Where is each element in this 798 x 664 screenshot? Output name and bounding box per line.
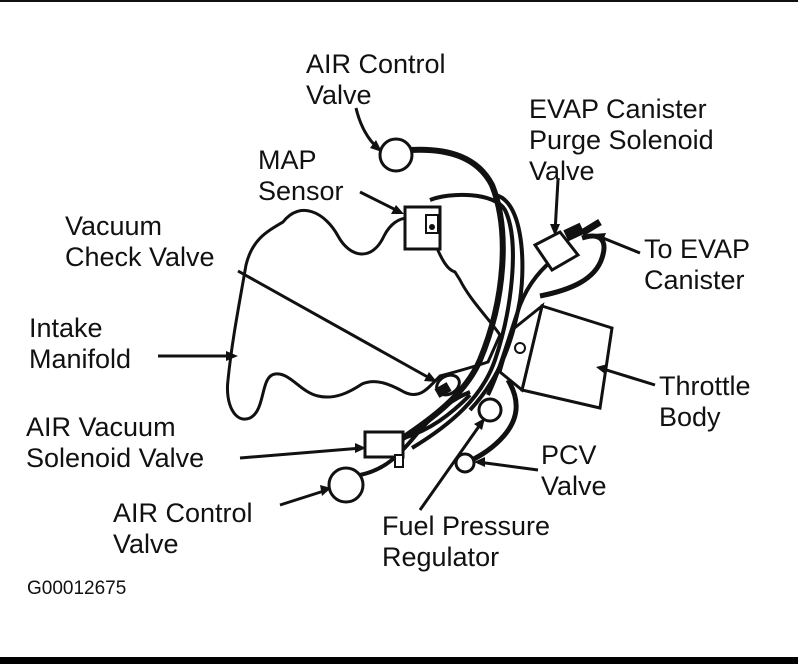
hose-to-evap-canister xyxy=(539,233,607,299)
arrowhead-throttle-body xyxy=(596,364,608,374)
throttle-port xyxy=(514,342,526,354)
leader-vacuum-check xyxy=(237,269,434,382)
map-sensor-port xyxy=(429,224,435,230)
arrowhead-fuel-pressure xyxy=(474,418,485,430)
hose-air-vacuum-solenoid xyxy=(403,393,472,440)
arrowhead-map-sensor xyxy=(391,205,404,214)
label-fuel-pressure-regulator: Fuel Pressure Regulator xyxy=(382,511,551,572)
air-control-valve-top xyxy=(378,137,414,173)
figure-code: G00012675 xyxy=(27,578,127,599)
hose-map-sensor xyxy=(410,192,515,450)
leader-to-evap xyxy=(597,234,641,255)
pcv-valve xyxy=(454,452,476,474)
bottom-border-bar xyxy=(0,657,798,664)
arrowhead-air-control-top xyxy=(370,140,382,152)
label-evap-purge-solenoid: EVAP Canister Purge Solenoid Valve xyxy=(529,94,714,186)
arrowhead-pcv xyxy=(474,457,485,467)
air-vacuum-solenoid-valve xyxy=(363,430,405,459)
arrowhead-air-vacuum-solenoid xyxy=(355,443,366,453)
label-air-control-valve-top: AIR Control Valve xyxy=(306,49,446,110)
arrowhead-air-control-bottom xyxy=(320,485,331,496)
leader-evap-purge xyxy=(553,179,560,233)
label-vacuum-check-valve: Vacuum Check Valve xyxy=(65,211,215,272)
hose-evap-outlet xyxy=(580,219,602,236)
label-map-sensor: MAP Sensor xyxy=(258,145,344,206)
arrowhead-intake-manifold xyxy=(226,351,238,361)
label-intake-manifold: Intake Manifold xyxy=(29,313,132,374)
arrowhead-evap-purge xyxy=(550,224,560,236)
hose-pcv xyxy=(466,378,519,465)
label-air-vacuum-solenoid: AIR Vacuum Solenoid Valve xyxy=(26,412,205,473)
air-control-valve-bottom xyxy=(327,466,365,504)
leader-fuel-pressure xyxy=(418,421,484,511)
label-to-evap-canister: To EVAP Canister xyxy=(644,234,751,295)
air-vacuum-solenoid-tab xyxy=(394,454,404,468)
label-air-control-valve-bottom: AIR Control Valve xyxy=(113,498,253,559)
intake-manifold-outline xyxy=(225,209,502,421)
leader-throttle-body xyxy=(599,366,656,387)
leader-air-vacuum-solenoid xyxy=(239,446,363,460)
label-throttle-body: Throttle Body xyxy=(659,371,751,432)
vacuum-check-valve-cap xyxy=(434,382,452,398)
leader-pcv xyxy=(477,460,539,472)
evap-purge-solenoid-valve xyxy=(532,230,581,272)
fuel-pressure-regulator xyxy=(477,397,503,423)
leader-air-control-bottom xyxy=(279,488,328,507)
arrowhead-vacuum-check xyxy=(424,372,437,382)
hose-evap-purge xyxy=(486,248,567,396)
label-pcv-valve: PCV Valve xyxy=(541,440,607,501)
arrowhead-to-evap xyxy=(594,233,606,243)
evap-purge-connector xyxy=(563,222,585,242)
leader-map-sensor xyxy=(359,190,401,214)
